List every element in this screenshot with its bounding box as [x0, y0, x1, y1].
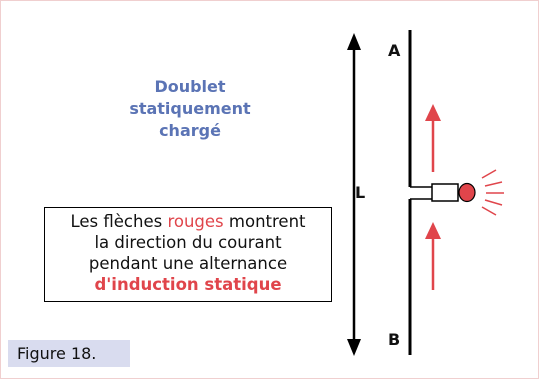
title-line: chargé	[159, 121, 221, 140]
current-arrow-upper	[425, 104, 441, 172]
label-length: L	[355, 183, 366, 202]
label-b: B	[388, 330, 401, 349]
lamp-light-rays	[481, 169, 504, 216]
figure-caption: Figure 18.	[8, 340, 130, 367]
lamp-bulb	[458, 182, 476, 203]
note-line-4: d'induction statique	[94, 275, 282, 294]
lamp-feed	[410, 182, 476, 203]
title-line: Doublet	[154, 77, 226, 96]
note-red-word: rouges	[167, 212, 224, 231]
note-text: montrent	[223, 212, 306, 231]
current-arrow-lower	[425, 222, 441, 290]
note-line-2: la direction du courant	[94, 233, 282, 252]
explanation-box: Les flèches rouges montrent la direction…	[44, 207, 332, 302]
title-line: statiquement	[129, 99, 251, 118]
diagram-title: Doublet statiquement chargé	[120, 76, 260, 142]
label-a: A	[388, 41, 401, 60]
length-dimension-arrow	[347, 33, 361, 356]
note-line-3: pendant une alternance	[88, 254, 288, 273]
note-text: Les flèches	[70, 212, 168, 231]
note-line-1: Les flèches rouges montrent	[45, 211, 331, 232]
